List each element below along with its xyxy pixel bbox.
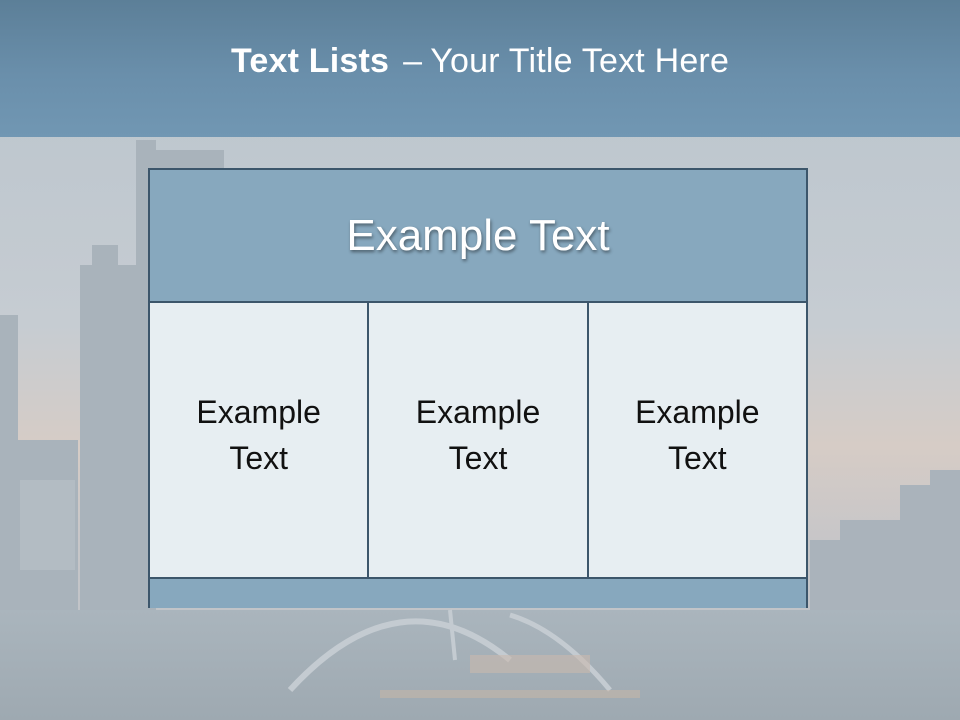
- slide-title: Text Lists–Your Title Text Here: [231, 42, 729, 81]
- column-1-text: Example Text: [196, 394, 321, 476]
- title-separator: –: [403, 42, 423, 80]
- title-text: Your Title Text Here: [430, 42, 730, 80]
- card-header-text: Example Text: [346, 210, 610, 260]
- title-bold-text: Text Lists: [230, 42, 390, 80]
- text-list-card: Example Text Example Text Example Text E…: [148, 168, 808, 608]
- column-2-text: Example Text: [415, 394, 541, 476]
- card-footer: [150, 577, 806, 608]
- column-1: Example Text: [150, 303, 368, 577]
- title-bar: Text Lists–Your Title Text Here: [0, 0, 960, 137]
- card-header: Example Text: [150, 170, 806, 303]
- card-columns: Example Text Example Text Example Text: [150, 303, 806, 577]
- column-3: Example Text: [586, 303, 806, 577]
- column-2: Example Text: [367, 303, 587, 577]
- column-3-text: Example Text: [635, 394, 760, 476]
